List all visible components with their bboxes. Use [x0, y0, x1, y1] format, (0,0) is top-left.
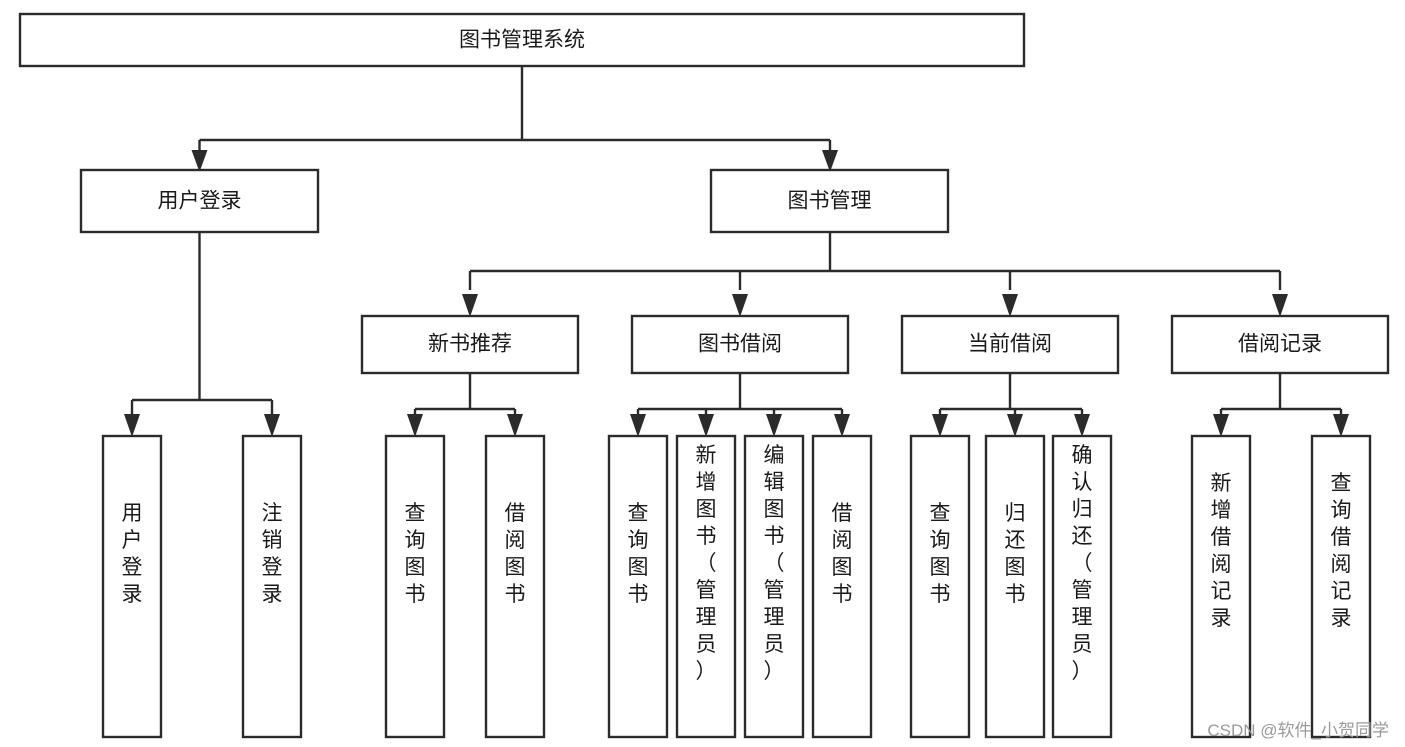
- connector-root-to-level2: [198, 66, 832, 158]
- arrow-head-leaf-query-record: [1333, 414, 1349, 437]
- leaf-edit-book-admin[interactable]: 编辑图书（管理员）: [743, 434, 805, 739]
- leaf-borrow-book-recommend[interactable]: 借阅图书: [484, 434, 546, 739]
- arrow-head-leaf-query-book-3: [932, 414, 948, 437]
- arrow-head-leaf-return-book: [1007, 414, 1023, 437]
- arrow-head-leaf-borrow-book-2: [834, 414, 850, 437]
- node-current-borrow[interactable]: 当前借阅: [900, 314, 1120, 375]
- leaf-query-borrow-record[interactable]: 查询借阅记录: [1310, 434, 1372, 739]
- leaf-borrow-book-borrow-label: 借阅图书: [832, 502, 853, 606]
- node-book-management[interactable]: 图书管理: [709, 168, 950, 234]
- arrow-head-book-manage: [822, 150, 838, 172]
- node-root-system[interactable]: 图书管理系统: [18, 12, 1026, 68]
- leaf-edit-book-admin-box[interactable]: [743, 434, 805, 739]
- arrow-head-new-book-recommend: [462, 294, 478, 317]
- connector-book-manage-to-level3: [468, 232, 1282, 290]
- arrow-head-leaf-query-book-2: [630, 414, 646, 437]
- leaf-query-book-borrow-box[interactable]: [607, 434, 669, 739]
- node-current-borrow-box[interactable]: [900, 314, 1120, 375]
- leaf-query-borrow-record-box[interactable]: [1310, 434, 1372, 739]
- leaf-edit-book-admin-label: 编辑图书（管理员）: [764, 444, 785, 683]
- leaf-confirm-return-admin-box[interactable]: [1051, 434, 1113, 739]
- connector-layer: [124, 66, 1349, 437]
- leaf-add-borrow-record-label: 新增借阅记录: [1211, 472, 1232, 630]
- node-book-management-label: 图书管理: [788, 190, 872, 213]
- leaf-user-login-box[interactable]: [101, 434, 163, 739]
- leaf-node-layer: 用户登录 注销登录 查询图书 借阅图书 查询图书 新增图书（管理员） 编辑图书（…: [101, 434, 1372, 739]
- leaf-query-book-current-box[interactable]: [909, 434, 971, 739]
- arrow-head-user-login: [191, 150, 208, 172]
- arrow-head-current-borrow: [1002, 294, 1018, 317]
- leaf-add-book-admin-box[interactable]: [675, 434, 737, 739]
- connector-user-login-to-leaves: [130, 232, 274, 422]
- leaf-query-book-current-label: 查询图书: [930, 502, 951, 606]
- leaf-borrow-book-borrow[interactable]: 借阅图书: [811, 434, 873, 739]
- leaf-return-book-box[interactable]: [984, 434, 1046, 739]
- node-borrow-record-box[interactable]: [1170, 314, 1390, 375]
- leaf-add-book-admin-label: 新增图书（管理员）: [696, 444, 717, 683]
- arrow-head-leaf-borrow-book-1: [507, 414, 523, 437]
- connector-borrow-record-to-leaves: [1219, 373, 1343, 422]
- node-root-system-label: 图书管理系统: [459, 29, 585, 52]
- leaf-return-book-label: 归还图书: [1005, 502, 1026, 606]
- leaf-user-logout-box[interactable]: [241, 434, 303, 739]
- leaf-query-book-borrow-label: 查询图书: [628, 502, 649, 606]
- leaf-query-book-borrow[interactable]: 查询图书: [607, 434, 669, 739]
- leaf-add-borrow-record-box[interactable]: [1190, 434, 1252, 739]
- leaf-query-book-recommend-label: 查询图书: [405, 502, 426, 606]
- leaf-query-book-recommend-box[interactable]: [384, 434, 446, 739]
- leaf-user-login[interactable]: 用户登录: [101, 434, 163, 739]
- leaf-borrow-book-recommend-label: 借阅图书: [505, 502, 526, 606]
- node-current-borrow-label: 当前借阅: [968, 333, 1052, 356]
- arrow-head-book-borrow: [732, 294, 748, 317]
- leaf-borrow-book-recommend-box[interactable]: [484, 434, 546, 739]
- leaf-user-logout[interactable]: 注销登录: [241, 434, 303, 739]
- leaf-add-book-admin[interactable]: 新增图书（管理员）: [675, 434, 737, 739]
- arrow-head-leaf-edit-book: [766, 414, 782, 437]
- connector-book-borrow-to-leaves: [636, 373, 844, 422]
- leaf-query-borrow-record-label: 查询借阅记录: [1331, 472, 1352, 630]
- leaf-confirm-return-admin-label: 确认归还（管理员）: [1072, 444, 1093, 683]
- leaf-user-logout-label: 注销登录: [262, 502, 283, 606]
- leaf-borrow-book-borrow-box[interactable]: [811, 434, 873, 739]
- arrow-head-leaf-confirm-return: [1074, 414, 1090, 437]
- arrow-head-leaf-add-record: [1213, 414, 1229, 437]
- node-new-book-recommend[interactable]: 新书推荐: [360, 314, 580, 375]
- node-new-book-recommend-box[interactable]: [360, 314, 580, 375]
- leaf-return-book[interactable]: 归还图书: [984, 434, 1046, 739]
- node-user-login-label: 用户登录: [158, 190, 242, 213]
- arrow-head-leaf-user-logout: [264, 414, 280, 437]
- node-book-borrow-label: 图书借阅: [698, 333, 782, 356]
- connector-new-book-recommend-to-leaves: [413, 373, 517, 422]
- node-root-system-box[interactable]: [18, 12, 1026, 68]
- arrow-head-borrow-record: [1272, 294, 1288, 317]
- node-book-management-box[interactable]: [709, 168, 950, 234]
- node-new-book-recommend-label: 新书推荐: [428, 333, 512, 356]
- arrow-head-leaf-add-book: [698, 414, 714, 437]
- node-borrow-record-label: 借阅记录: [1238, 333, 1322, 356]
- leaf-add-borrow-record[interactable]: 新增借阅记录: [1190, 434, 1252, 739]
- node-book-borrow[interactable]: 图书借阅: [630, 314, 850, 375]
- leaf-confirm-return-admin[interactable]: 确认归还（管理员）: [1051, 434, 1113, 739]
- leaf-user-login-label: 用户登录: [122, 502, 143, 606]
- arrow-head-leaf-user-login: [124, 414, 140, 437]
- node-borrow-record[interactable]: 借阅记录: [1170, 314, 1390, 375]
- arrow-head-leaf-query-book-1: [407, 414, 423, 437]
- node-user-login[interactable]: 用户登录: [79, 168, 320, 234]
- leaf-query-book-current[interactable]: 查询图书: [909, 434, 971, 739]
- node-user-login-box[interactable]: [79, 168, 320, 234]
- leaf-query-book-recommend[interactable]: 查询图书: [384, 434, 446, 739]
- node-book-borrow-box[interactable]: [630, 314, 850, 375]
